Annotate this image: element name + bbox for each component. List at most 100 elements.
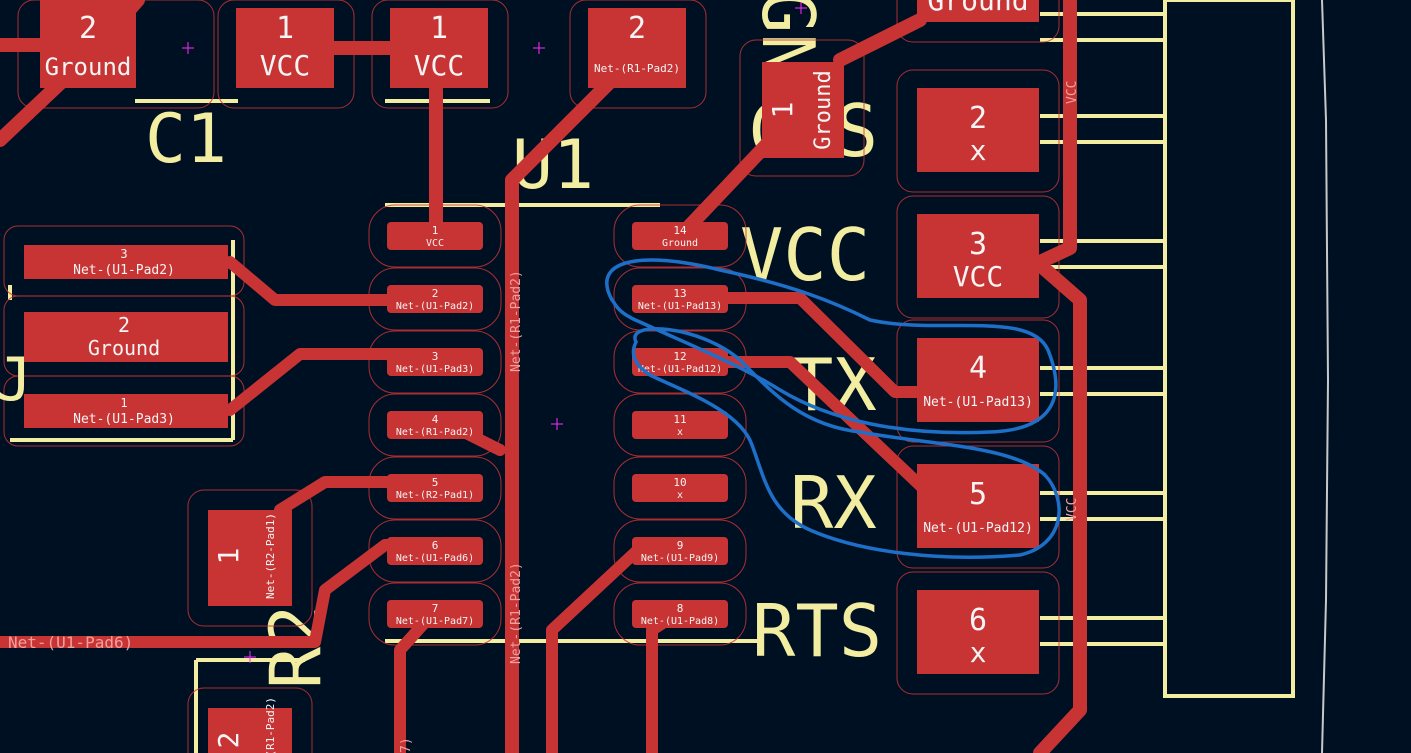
trace-label-vcc-upper: VCC <box>1065 81 1080 104</box>
u1-pin-1[interactable] <box>387 222 483 250</box>
u1-pin-12[interactable] <box>632 348 728 376</box>
gnd-pad: 1 Ground <box>739 39 865 177</box>
u1-left-pins: 1VCC2Net-(U1-Pad2)3Net-(U1-Pad3)4Net-(R1… <box>368 204 502 646</box>
u1-pin-4-number: 4 <box>432 413 439 426</box>
label-rts: RTS <box>752 589 882 673</box>
header-pad-4-number: 4 <box>969 351 987 386</box>
svg-text:Net-(R1-Pad2): Net-(R1-Pad2) <box>264 697 277 753</box>
pad-c1-2[interactable] <box>40 0 136 88</box>
header-pad-5[interactable] <box>917 464 1039 548</box>
svg-text:2: 2 <box>212 732 245 749</box>
r2-pads: 1 Net-(R2-Pad1) 2 Net-(R1-Pad2) <box>187 489 313 753</box>
svg-text:2: 2 <box>79 11 97 46</box>
u1-pin-13-net: Net-(U1-Pad13) <box>638 301 722 312</box>
u1-pin-12-net: Net-(U1-Pad12) <box>638 364 722 375</box>
header-pad-3-number: 3 <box>969 227 987 262</box>
svg-text:Ground: Ground <box>45 53 132 81</box>
u1-pin-13-number: 13 <box>673 287 686 300</box>
header-pad-1[interactable] <box>917 0 1039 22</box>
header-pad-1-net: Ground <box>927 0 1028 17</box>
pad-r1-2[interactable] <box>588 8 686 88</box>
u1-pin-14-net: Ground <box>662 238 698 249</box>
u1-pin-6-number: 6 <box>432 539 439 552</box>
u1-pin-3-number: 3 <box>432 350 439 363</box>
u1-pin-7-net: Net-(U1-Pad7) <box>396 616 474 627</box>
pad-gnd-1[interactable] <box>762 62 844 158</box>
header-pad-6[interactable] <box>917 590 1039 674</box>
crosshair-markers <box>182 2 807 663</box>
u1-pin-3[interactable] <box>387 348 483 376</box>
pad-j-3[interactable] <box>24 245 228 279</box>
u1-pin-7[interactable] <box>387 600 483 628</box>
hand-drawn-annotations <box>605 258 1061 559</box>
u1-pin-6[interactable] <box>387 537 483 565</box>
u1-pin-8[interactable] <box>632 600 728 628</box>
svg-text:Ground: Ground <box>88 336 160 360</box>
svg-text:3: 3 <box>120 247 127 261</box>
u1-pin-2-number: 2 <box>432 287 439 300</box>
header-pad-4[interactable] <box>917 338 1039 422</box>
svg-text:VCC: VCC <box>414 49 465 82</box>
annotation-loop-rx <box>631 327 1061 559</box>
u1-pin-14-number: 14 <box>673 224 687 237</box>
trace-label-u1-pad6: Net-(U1-Pad6) <box>8 633 133 652</box>
svg-text:2: 2 <box>628 11 646 46</box>
u1-pin-9[interactable] <box>632 537 728 565</box>
u1-pin-6-net: Net-(U1-Pad6) <box>396 553 474 564</box>
pad-j-1[interactable] <box>24 394 228 428</box>
svg-text:2: 2 <box>118 313 130 337</box>
header-pad-2-number: 2 <box>969 101 987 136</box>
u1-pin-7-number: 7 <box>432 602 439 615</box>
pad-r2-1[interactable] <box>208 510 292 606</box>
u1-pin-1-number: 1 <box>432 224 439 237</box>
refdes-c1: C1 <box>145 100 227 179</box>
svg-text:Net-(U1-Pad3): Net-(U1-Pad3) <box>73 412 175 427</box>
svg-text:1: 1 <box>120 396 127 410</box>
svg-text:1: 1 <box>276 11 294 46</box>
pad-j-2[interactable] <box>24 312 228 362</box>
header-pad-2[interactable] <box>917 88 1039 172</box>
trace-labels: Net-(U1-Pad6) Net-(R1-Pad2) Net-(R1-Pad2… <box>8 81 1080 753</box>
trace-label-r1-pad2-upper: Net-(R1-Pad2) <box>509 270 524 372</box>
svg-text:Net-(R2-Pad1): Net-(R2-Pad1) <box>264 513 277 599</box>
u1-pin-2[interactable] <box>387 285 483 313</box>
header-pad-3[interactable] <box>917 214 1039 298</box>
trace-label-pad7-fragment: 7) <box>399 737 414 753</box>
header-silkscreen <box>1040 0 1295 698</box>
u1-pin-13[interactable] <box>632 285 728 313</box>
u1-pin-2-net: Net-(U1-Pad2) <box>396 301 474 312</box>
header-pads: 1Ground2x3VCC4Net-(U1-Pad13)5Net-(U1-Pad… <box>896 0 1060 695</box>
pad-vcc-b[interactable] <box>390 8 488 88</box>
svg-text:1: 1 <box>212 548 245 565</box>
left-connector: 3 Net-(U1-Pad2) 2 Ground 1 Net-(U1-Pad3)… <box>0 225 245 447</box>
u1-pin-9-number: 9 <box>677 539 684 552</box>
trace-label-vcc-lower: VCC <box>1065 498 1080 521</box>
header-pad-6-number: 6 <box>969 603 987 638</box>
u1-pin-5[interactable] <box>387 474 483 502</box>
pad-vcc-a[interactable] <box>236 8 334 88</box>
u1-pin-11[interactable] <box>632 411 728 439</box>
u1-pin-5-net: Net-(R2-Pad1) <box>396 490 474 501</box>
header-pad-6-net: x <box>970 636 987 669</box>
svg-text:1: 1 <box>430 11 448 46</box>
pad-r2-2[interactable] <box>208 708 292 753</box>
annotation-loop-tx <box>605 258 1058 435</box>
u1-pin-5-number: 5 <box>432 476 439 489</box>
svg-text:1: 1 <box>766 102 799 119</box>
u1-pin-10[interactable] <box>632 474 728 502</box>
header-pad-3-net: VCC <box>953 260 1004 293</box>
u1-pin-14[interactable] <box>632 222 728 250</box>
u1-pin-4[interactable] <box>387 411 483 439</box>
u1-pin-1-net: VCC <box>426 238 444 249</box>
svg-text:VCC: VCC <box>260 49 311 82</box>
u1-pin-11-net: x <box>677 427 683 438</box>
u1-pin-12-number: 12 <box>673 350 686 363</box>
label-rx: RX <box>790 461 877 545</box>
u1-pin-8-net: Net-(U1-Pad8) <box>641 616 719 627</box>
u1-pin-8-number: 8 <box>677 602 684 615</box>
svg-text:Net-(U1-Pad2): Net-(U1-Pad2) <box>73 263 175 278</box>
trace-label-r1-pad2-lower: Net-(R1-Pad2) <box>509 562 524 664</box>
